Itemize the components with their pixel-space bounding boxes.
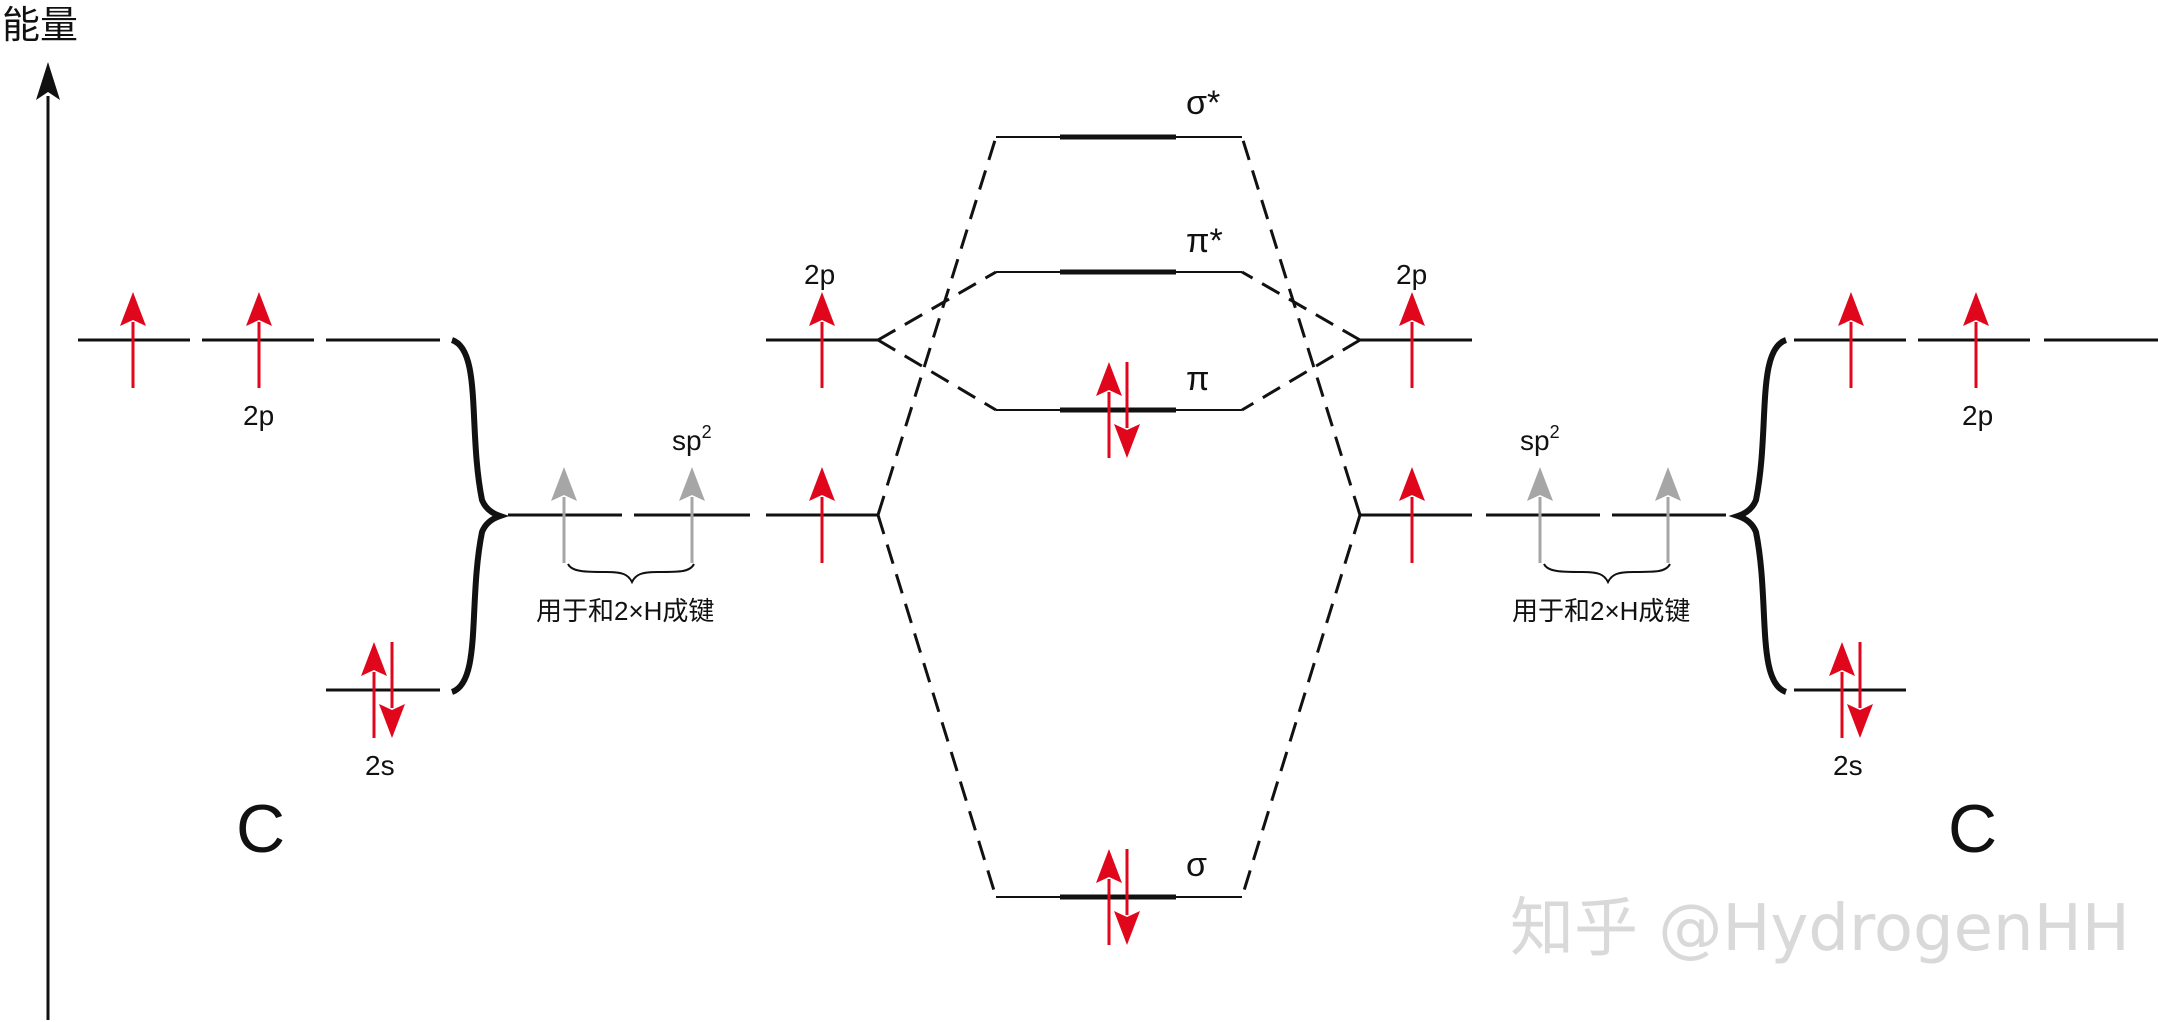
right-atom-2p-label: 2p bbox=[1962, 400, 1993, 431]
left-2s-electron-down bbox=[379, 642, 405, 738]
left-sp2-pair-brace bbox=[567, 563, 695, 585]
left-sp2-label-base: sp bbox=[672, 425, 702, 456]
right-fragment-sp2-electron-up bbox=[1399, 467, 1425, 563]
left-fragment-p-electron-up bbox=[809, 292, 835, 388]
sigma-star-label: σ* bbox=[1186, 84, 1220, 122]
right-sp2-label: sp2 bbox=[1520, 422, 1560, 456]
left-atom-2s-label: 2s bbox=[365, 750, 395, 781]
left-sp2-label-sup: 2 bbox=[702, 422, 712, 442]
right-2p-electron-2-up bbox=[1963, 292, 1989, 388]
right-fragment-p-electron-up bbox=[1399, 292, 1425, 388]
left-sp2-electron-1-up bbox=[551, 467, 577, 563]
right-atom-brace bbox=[1728, 337, 1788, 695]
left-sp2-label: sp2 bbox=[672, 422, 712, 456]
right-2s-electron-up bbox=[1829, 642, 1855, 738]
pi-electron-up bbox=[1096, 362, 1122, 458]
pi-label: π bbox=[1186, 360, 1209, 398]
right-sp2-pair-brace bbox=[1543, 563, 1671, 585]
left-2s-electron-up bbox=[361, 642, 387, 738]
watermark: 知乎 @HydrogenHH bbox=[1510, 892, 2130, 966]
electron-arrows bbox=[120, 292, 1989, 945]
left-atom-symbol: C bbox=[236, 791, 285, 867]
left-atom-brace bbox=[450, 337, 510, 695]
right-bonding-note: 用于和2×H成键 bbox=[1512, 596, 1690, 626]
right-fragment-2p-label: 2p bbox=[1396, 259, 1427, 290]
right-atom-2s-label: 2s bbox=[1833, 750, 1863, 781]
energy-axis bbox=[36, 62, 60, 1020]
left-2p-electron-1-up bbox=[120, 292, 146, 388]
right-fragment-levels bbox=[1360, 338, 1472, 517]
mo-levels bbox=[996, 134, 1242, 900]
left-atom-2p-label: 2p bbox=[243, 400, 274, 431]
pi-electron-down bbox=[1114, 362, 1140, 458]
right-sp2-label-base: sp bbox=[1520, 425, 1550, 456]
left-2p-electron-2-up bbox=[246, 292, 272, 388]
sigma-electron-up bbox=[1096, 849, 1122, 945]
right-sp2-electron-1-up bbox=[1527, 467, 1553, 563]
sigma-label: σ bbox=[1186, 846, 1207, 884]
left-fragment-2p-label: 2p bbox=[804, 259, 835, 290]
right-atom-symbol: C bbox=[1948, 791, 1997, 867]
left-fragment-sp2-electron-up bbox=[809, 467, 835, 563]
left-bonding-note: 用于和2×H成键 bbox=[536, 596, 714, 626]
left-sp2-electron-2-up bbox=[679, 467, 705, 563]
right-sp2-label-sup: 2 bbox=[1550, 422, 1560, 442]
right-2s-electron-down bbox=[1847, 642, 1873, 738]
pi-star-label: π* bbox=[1186, 222, 1223, 260]
right-sp2-electron-2-up bbox=[1655, 467, 1681, 563]
right-2p-electron-1-up bbox=[1838, 292, 1864, 388]
correlation-lines bbox=[876, 136, 1362, 898]
sigma-electron-down bbox=[1114, 849, 1140, 945]
energy-axis-label: 能量 bbox=[2, 5, 78, 47]
